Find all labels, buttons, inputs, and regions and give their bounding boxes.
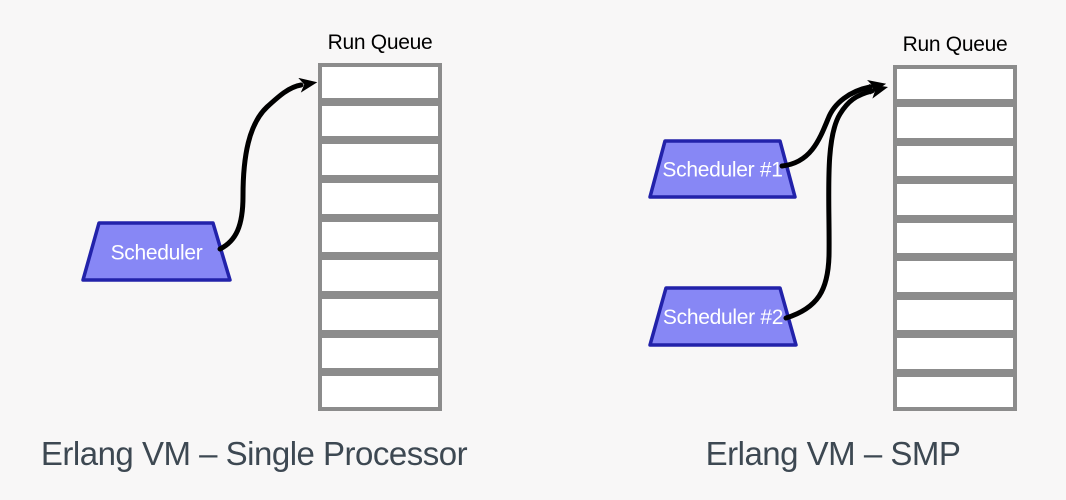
- scheduler-shape-left: Scheduler: [81, 221, 232, 282]
- scheduler-2-label: Scheduler #2: [663, 306, 783, 329]
- queue-cell: [893, 257, 1017, 296]
- queue-cell: [318, 333, 442, 373]
- scheduler-label: Scheduler: [111, 242, 203, 265]
- scheduler-shape-2: Scheduler #2: [648, 286, 798, 347]
- queue-cell: [318, 372, 442, 412]
- queue-cell: [893, 65, 1017, 104]
- queue-cell: [318, 217, 442, 257]
- scheduler-shape-1: Scheduler #1: [648, 139, 797, 199]
- scheduler-1-label: Scheduler #1: [662, 159, 782, 182]
- queue-cell: [893, 103, 1017, 142]
- queue-cell: [893, 180, 1017, 219]
- queue-cell: [893, 334, 1017, 373]
- run-queue-label-right: Run Queue: [902, 33, 1008, 56]
- caption-smp: Erlang VM – SMP: [705, 435, 961, 472]
- queue-cell: [318, 101, 442, 141]
- queue-cell: [318, 140, 442, 180]
- queue-cell: [318, 256, 442, 296]
- run-queue-right: [893, 65, 1017, 411]
- caption-single-processor: Erlang VM – Single Processor: [40, 435, 468, 472]
- queue-cell: [318, 179, 442, 218]
- queue-cell: [318, 295, 442, 334]
- scheduler-trapezoid: [648, 286, 798, 347]
- run-queue-left: [318, 63, 442, 412]
- queue-cell: [893, 372, 1017, 411]
- scheduler-trapezoid: [81, 221, 232, 282]
- queue-cell: [893, 141, 1017, 181]
- queue-cell: [318, 63, 442, 102]
- run-queue-label-left: Run Queue: [327, 31, 433, 54]
- queue-cell: [893, 295, 1017, 335]
- queue-cell: [893, 218, 1017, 258]
